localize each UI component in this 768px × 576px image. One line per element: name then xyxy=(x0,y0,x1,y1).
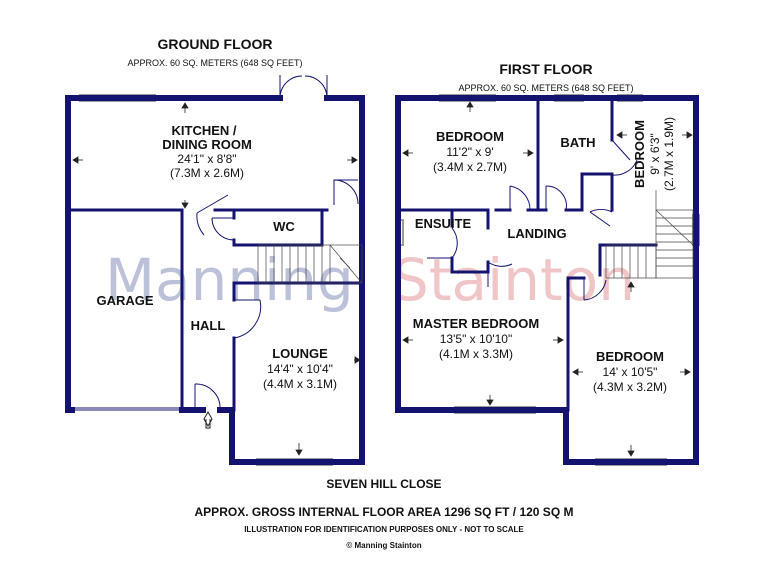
landing-name: LANDING xyxy=(507,226,566,241)
watermark-manning: Manning xyxy=(105,246,354,314)
ground-dimension-arrows xyxy=(72,102,361,456)
bath-name: BATH xyxy=(560,135,595,150)
first-dimension-arrows xyxy=(402,101,693,457)
first-floor-plan xyxy=(395,94,700,466)
bedroom4-dim-metric: (4.3M x 3.2M) xyxy=(593,380,667,394)
bedroom2-dim-imperial: 11'2" x 9' xyxy=(446,145,493,159)
first-floor-title: FIRST FLOOR xyxy=(499,61,592,77)
first-floor-area: APPROX. 60 SQ. METERS (648 SQ FEET) xyxy=(458,83,633,93)
garage-name: GARAGE xyxy=(96,293,153,308)
bedroom4-name: BEDROOM xyxy=(596,349,664,364)
ground-floor-labels: GROUND FLOOR APPROX. 60 SQ. METERS (648 … xyxy=(96,36,337,391)
bedroom2-name: BEDROOM xyxy=(436,129,504,144)
hall-name: HALL xyxy=(191,318,226,333)
kitchen-name-line1: KITCHEN / xyxy=(172,123,237,138)
ground-floor-area: APPROX. 60 SQ. METERS (648 SQ FEET) xyxy=(127,58,302,68)
copyright: © Manning Stainton xyxy=(346,541,421,550)
gross-area: APPROX. GROSS INTERNAL FLOOR AREA 1296 S… xyxy=(195,505,574,519)
disclaimer: ILLUSTRATION FOR IDENTIFICATION PURPOSES… xyxy=(244,525,524,534)
first-floor-stair xyxy=(605,190,694,279)
street-name: SEVEN HILL CLOSE xyxy=(326,477,441,491)
kitchen-dim-metric: (7.3M x 2.6M) xyxy=(170,166,244,180)
master-bedroom-name: MASTER BEDROOM xyxy=(413,316,539,331)
lounge-dim-imperial: 14'4" x 10'4" xyxy=(267,362,333,376)
lounge-dim-metric: (4.4M x 3.1M) xyxy=(263,377,337,391)
bedroom3-dim-imperial: 9' x 6'3" xyxy=(648,133,662,175)
ground-floor-title: GROUND FLOOR xyxy=(157,36,272,52)
ensuite-name: ENSUITE xyxy=(415,216,472,231)
bedroom3-name: BEDROOM xyxy=(632,120,647,188)
kitchen-name-line2: DINING ROOM xyxy=(162,137,252,152)
lounge-name: LOUNGE xyxy=(272,346,328,361)
entrance-arrow-icon xyxy=(203,410,213,429)
ground-stair xyxy=(257,244,363,284)
footer: SEVEN HILL CLOSE APPROX. GROSS INTERNAL … xyxy=(195,477,574,550)
wc-name: WC xyxy=(273,219,295,234)
kitchen-dim-imperial: 24'1" x 8'8" xyxy=(177,152,236,166)
first-floor-labels: FIRST FLOOR APPROX. 60 SQ. METERS (648 S… xyxy=(413,61,676,394)
watermark-stainton: Stainton xyxy=(392,246,635,314)
bedroom3-dim-metric: (2.7M x 1.9M) xyxy=(662,117,676,191)
bedroom4-dim-imperial: 14' x 10'5" xyxy=(603,365,658,379)
ground-floor-plan xyxy=(65,75,365,466)
bedroom2-dim-metric: (3.4M x 2.7M) xyxy=(433,160,507,174)
master-bedroom-dim-metric: (4.1M x 3.3M) xyxy=(439,347,513,361)
master-bedroom-dim-imperial: 13'5" x 10'10" xyxy=(440,332,513,346)
